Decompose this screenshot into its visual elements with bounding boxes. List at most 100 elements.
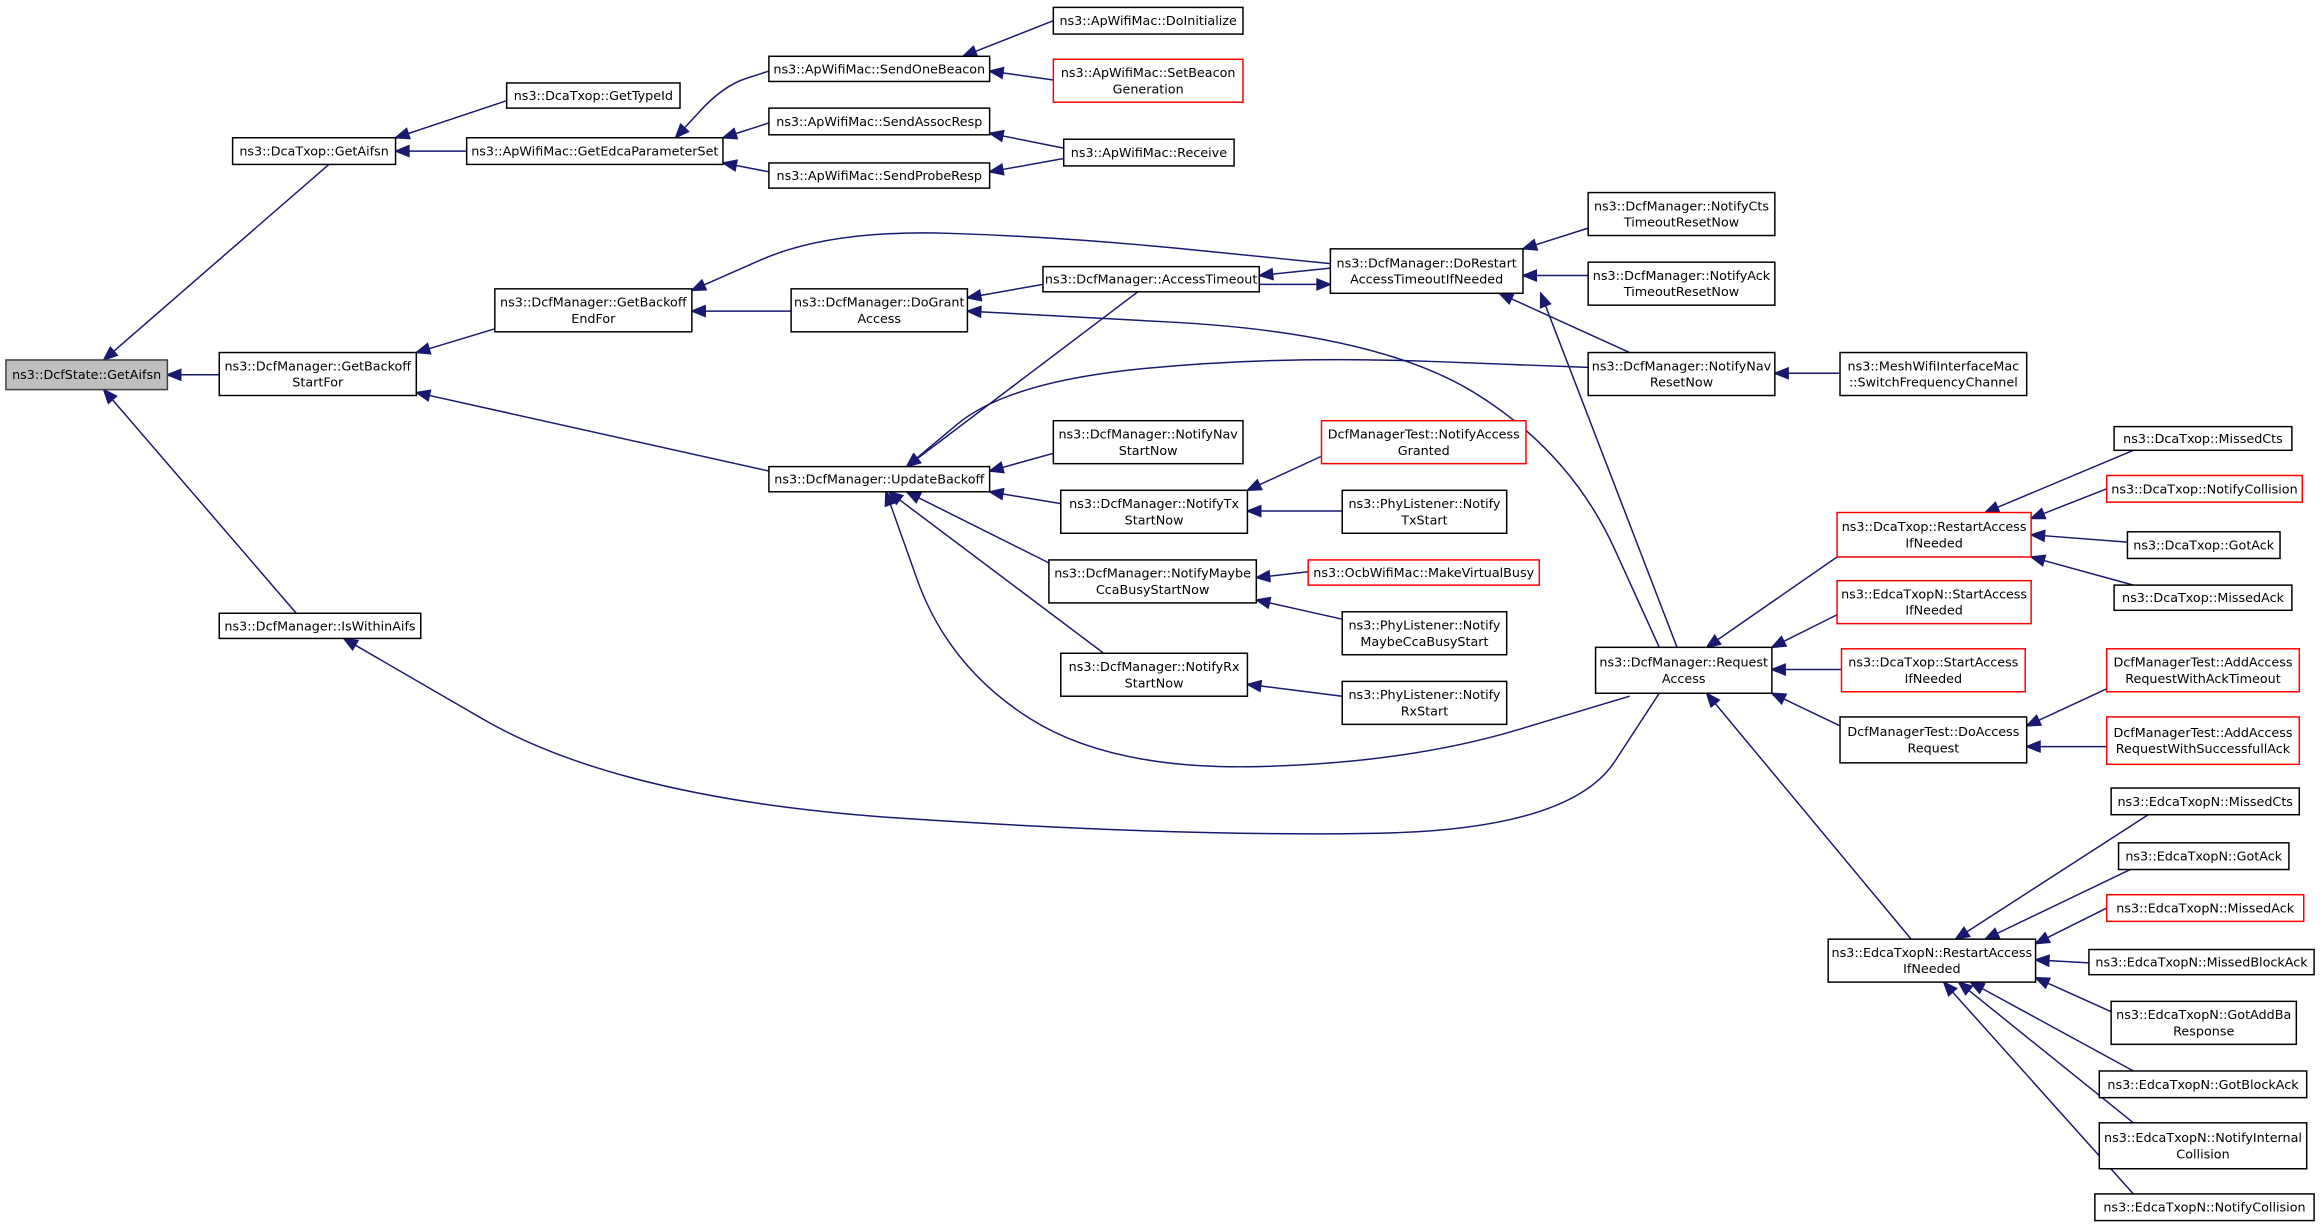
- node-label: ns3::DcfManager::NotifyCts: [1594, 199, 1769, 214]
- edge-addsuccess-to-testdoaccess: [2024, 740, 2107, 754]
- node-label: ns3::OcbWifiMac::MakeVirtualBusy: [1313, 566, 1534, 581]
- arrowhead-icon: [1772, 366, 1789, 380]
- arrowhead-icon: [2024, 714, 2043, 727]
- arrowhead-icon: [1539, 291, 1552, 309]
- node-receive[interactable]: ns3::ApWifiMac::Receive: [1062, 138, 1235, 167]
- node-label: ns3::EdcaTxopN::MissedAck: [2116, 901, 2294, 916]
- arrowhead-icon: [965, 288, 983, 302]
- node-dcatxop_gettypeid[interactable]: ns3::DcaTxop::GetTypeId: [505, 82, 681, 109]
- node-layer: ns3::DcfState::GetAifsn ns3::DcaTxop::Get…: [5, 6, 2315, 1222]
- edge-backoffstart-to-getaifn: [165, 368, 220, 382]
- edge-notifyack-to-dorestart: [1520, 269, 1589, 282]
- node-sendprobe[interactable]: ns3::ApWifiMac::SendProbeResp: [768, 162, 991, 189]
- node-edcagotblock[interactable]: ns3::EdcaTxopN::GotBlockAck: [2098, 1070, 2308, 1099]
- node-ocbvirtual[interactable]: ns3::OcbWifiMac::MakeVirtualBusy: [1307, 559, 1541, 586]
- node-getedca[interactable]: ns3::ApWifiMac::GetEdcaParameterSet: [465, 137, 724, 166]
- node-label: ns3::EdcaTxopN::MissedCts: [2117, 795, 2293, 810]
- node-label: DcfManagerTest::AddAccess: [2113, 656, 2292, 671]
- node-updatebackoff[interactable]: ns3::DcfManager::UpdateBackoff: [768, 465, 991, 493]
- edge-notifynavreset-to-updatebackoff: [905, 358, 1589, 468]
- node-dcanotifycoll[interactable]: ns3::DcaTxop::NotifyCollision: [2105, 474, 2303, 503]
- node-label: EndFor: [571, 312, 616, 327]
- edge-receive-to-sendprobe: [987, 157, 1064, 176]
- node-phymaybe[interactable]: ns3::PhyListener::NotifyMaybeCcaBusyStar…: [1341, 611, 1508, 656]
- node-addsuccess[interactable]: DcfManagerTest::AddAccessRequestWithSucc…: [2105, 716, 2301, 766]
- arrowhead-icon: [1983, 927, 2001, 941]
- arrowhead-icon: [1521, 238, 1539, 251]
- edge-txstart-to-updatebackoff: [987, 487, 1061, 505]
- edge-switchfreq-to-notifynavreset: [1772, 366, 1841, 380]
- node-dorestart[interactable]: ns3::DcfManager::DoRestartAccessTimeoutI…: [1329, 248, 1524, 295]
- arrowhead-icon: [987, 461, 1005, 474]
- edge-edcamissedack-to-edcarestart: [2033, 907, 2108, 945]
- node-accesstimeout[interactable]: ns3::DcfManager::AccessTimeout: [1042, 265, 1261, 293]
- node-edcamissedcts[interactable]: ns3::EdcaTxopN::MissedCts: [2110, 787, 2301, 816]
- node-sendassoc[interactable]: ns3::ApWifiMac::SendAssocResp: [768, 107, 991, 136]
- node-label: ns3::PhyListener::Notify: [1348, 497, 1500, 512]
- node-doinitialize[interactable]: ns3::ApWifiMac::DoInitialize: [1052, 6, 1244, 35]
- edge-dorestart-to-accesstimeout: [1257, 267, 1331, 281]
- node-label: ns3::DcfManager::NotifyTx: [1069, 497, 1239, 512]
- arrowhead-icon: [393, 144, 410, 158]
- node-label: RxStart: [1401, 704, 1449, 719]
- node-label: DcfManagerTest::DoAccess: [1847, 725, 2019, 740]
- node-maybecca[interactable]: ns3::DcfManager::NotifyMaybeCcaBusyStart…: [1048, 559, 1258, 604]
- arrowhead-icon: [674, 123, 690, 140]
- node-label: TxStart: [1400, 513, 1447, 528]
- arrowhead-icon: [1245, 679, 1263, 693]
- node-label: ns3::EdcaTxopN::GotAck: [2125, 850, 2282, 865]
- arrowhead-icon: [1497, 292, 1515, 305]
- node-sendonebeacon[interactable]: ns3::ApWifiMac::SendOneBeacon: [768, 55, 991, 83]
- node-label: ns3::DcfManager::NotifyNav: [1058, 427, 1238, 442]
- arrowhead-icon: [2029, 529, 2046, 543]
- node-label: ns3::DcfManager::NotifyRx: [1069, 660, 1240, 675]
- node-notifyack[interactable]: ns3::DcfManager::NotifyAckTimeoutResetNo…: [1587, 261, 1776, 306]
- node-notifycts[interactable]: ns3::DcfManager::NotifyCtsTimeoutResetNo…: [1587, 191, 1776, 237]
- edge-updatebackoff-to-backoffstart: [414, 389, 770, 472]
- node-switchfreq[interactable]: ns3::MeshWifiInterfaceMac::SwitchFrequen…: [1839, 351, 2028, 397]
- node-dcamissedack[interactable]: ns3::DcaTxop::MissedAck: [2113, 584, 2293, 612]
- node-dcamissedcts[interactable]: ns3::DcaTxop::MissedCts: [2113, 425, 2293, 452]
- node-label: ns3::DcaTxop::NotifyCollision: [2111, 482, 2297, 497]
- edge-layer: [102, 20, 2149, 1195]
- node-label: ns3::EdcaTxopN::NotifyInternal: [2104, 1131, 2302, 1146]
- node-dcagotack[interactable]: ns3::DcaTxop::GotAck: [2126, 531, 2281, 560]
- edge-dorestart-to-backoffend: [690, 232, 1331, 292]
- node-edcamissedblock[interactable]: ns3::EdcaTxopN::MissedBlockAck: [2088, 948, 2315, 976]
- edge-requestaccess-to-dorestart: [1539, 291, 1678, 648]
- node-edcagotack[interactable]: ns3::EdcaTxopN::GotAck: [2117, 842, 2290, 871]
- node-dcatxop_getaifsn[interactable]: ns3::DcaTxop::GetAifsn: [231, 137, 397, 166]
- node-edcamissedack[interactable]: ns3::EdcaTxopN::MissedAck: [2105, 893, 2305, 923]
- arrowhead-icon: [165, 368, 182, 382]
- arrowhead-icon: [987, 66, 1005, 80]
- node-label: ns3::DcfManager::IsWithinAifs: [224, 619, 416, 634]
- edge-sendonebeacon-to-getedca: [674, 70, 770, 140]
- node-addtimeout[interactable]: DcfManagerTest::AddAccessRequestWithAckT…: [2105, 648, 2301, 693]
- node-edcanotifycoll[interactable]: ns3::EdcaTxopN::NotifyCollision: [2094, 1193, 2315, 1222]
- arrowhead-icon: [2033, 954, 2050, 968]
- edge-dogrant-to-backoffend: [689, 304, 792, 318]
- node-label: ns3::EdcaTxopN::StartAccess: [1841, 587, 2027, 602]
- node-iswithin[interactable]: ns3::DcfManager::IsWithinAifs: [218, 612, 422, 640]
- arrowhead-icon: [2029, 507, 2047, 520]
- node-getaifn[interactable]: ns3::DcfState::GetAifsn: [5, 359, 169, 391]
